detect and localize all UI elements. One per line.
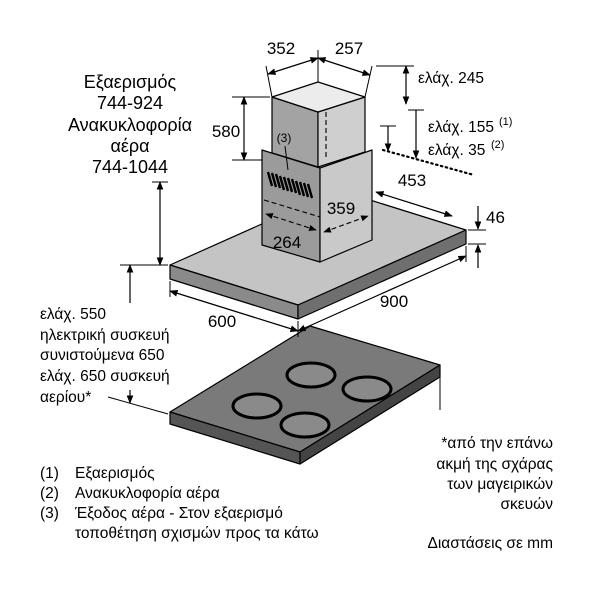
label-900: 900 xyxy=(380,292,408,311)
chimney-lower-right-face xyxy=(319,149,373,263)
burner-left xyxy=(231,392,283,420)
chimney-upper xyxy=(271,81,366,168)
height-block: Εξαερισμός 744-924 Ανακυκλοφορία αέρα 74… xyxy=(68,72,192,177)
dimension-line-600 xyxy=(169,290,299,332)
legend: (1) Εξαερισμός (2) Ανακυκλοφορία αέρα (3… xyxy=(40,465,319,542)
dimension-lines xyxy=(107,50,486,415)
legend-text-3-continued: τοποθέτηση σχισμών προς τα κάτω xyxy=(75,525,319,542)
footnote-line-2: ακμή της σχάρας xyxy=(436,456,553,473)
min-155-label: ελάχ. 155 xyxy=(428,119,494,136)
clearance-line-4: ελάχ. 650 συσκευή xyxy=(40,368,170,385)
burner-front xyxy=(279,411,331,439)
slot-callout: (3) xyxy=(277,131,292,145)
burner-back xyxy=(285,361,337,389)
chimney-lower xyxy=(261,149,373,263)
vent-slots xyxy=(266,171,314,199)
slot-callout-leader xyxy=(284,145,289,171)
footnote-line-3: των μαγειρικών xyxy=(447,476,553,493)
legend-text-1: Εξαερισμός xyxy=(75,465,155,482)
footnote: *από την επάνω ακμή της σχάρας των μαγει… xyxy=(436,435,553,513)
label-352: 352 xyxy=(267,39,295,58)
legend-num-3: (3) xyxy=(40,505,59,522)
extension-line-top-right xyxy=(364,65,373,98)
reference-dotted-line xyxy=(381,148,476,177)
clearance-line-5: αερίου* xyxy=(40,389,91,406)
dimension-labels: 352 257 580 359 264 453 46 900 600 (3) xyxy=(208,39,505,331)
min-245-label: ελάχ. 245 xyxy=(418,70,484,87)
recirculation-range: 744-1044 xyxy=(92,157,168,177)
label-600: 600 xyxy=(208,312,236,331)
label-46: 46 xyxy=(486,208,505,227)
min-35-label: ελάχ. 35 xyxy=(428,142,485,159)
dimension-line-264 xyxy=(265,213,317,231)
min-155-ref: (1) xyxy=(499,116,512,128)
dimension-line-352 xyxy=(267,57,319,75)
clearance-line-1: ελάχ. 550 xyxy=(40,306,106,323)
burner-right xyxy=(341,375,393,403)
dimension-line-453 xyxy=(375,191,453,217)
footnote-line-1: *από την επάνω xyxy=(441,435,553,452)
legend-text-2: Ανακυκλοφορία αέρα xyxy=(75,485,220,502)
extension-line-top-left xyxy=(265,65,273,98)
label-359: 359 xyxy=(327,199,355,218)
extraction-label: Εξαερισμός xyxy=(84,72,177,92)
label-453: 453 xyxy=(398,171,426,190)
clearance-line-2: ηλεκτρική συσκευή xyxy=(40,327,169,344)
units-note: Διαστάσεις σε mm xyxy=(428,535,554,552)
extension-line-cooktop xyxy=(107,396,169,415)
min-35-ref: (2) xyxy=(491,139,504,151)
cooktop-clearance-note: ελάχ. 550 ηλεκτρική συσκευή συνιστούμενα… xyxy=(40,306,170,406)
cooktop xyxy=(169,325,441,465)
extraction-range: 744-924 xyxy=(97,93,163,113)
dimension-line-257 xyxy=(317,57,371,76)
recirculation-label-line1: Ανακυκλοφορία xyxy=(68,115,192,135)
footnote-line-4: σκευών xyxy=(500,496,553,513)
label-264: 264 xyxy=(273,233,301,252)
legend-num-1: (1) xyxy=(40,465,59,482)
clearance-line-3: συνιστούμενα 650 xyxy=(40,347,165,364)
recirculation-label-line2: αέρα xyxy=(110,136,149,156)
legend-num-2: (2) xyxy=(40,485,59,502)
label-257: 257 xyxy=(335,39,363,58)
label-580: 580 xyxy=(212,122,240,141)
legend-text-3: Έξοδος αέρα - Στον εξαερισμό xyxy=(74,505,283,522)
ceiling-clearances: ελάχ. 245 ελάχ. 155 (1) ελάχ. 35 (2) xyxy=(418,70,512,159)
dimension-line-900 xyxy=(297,255,467,332)
